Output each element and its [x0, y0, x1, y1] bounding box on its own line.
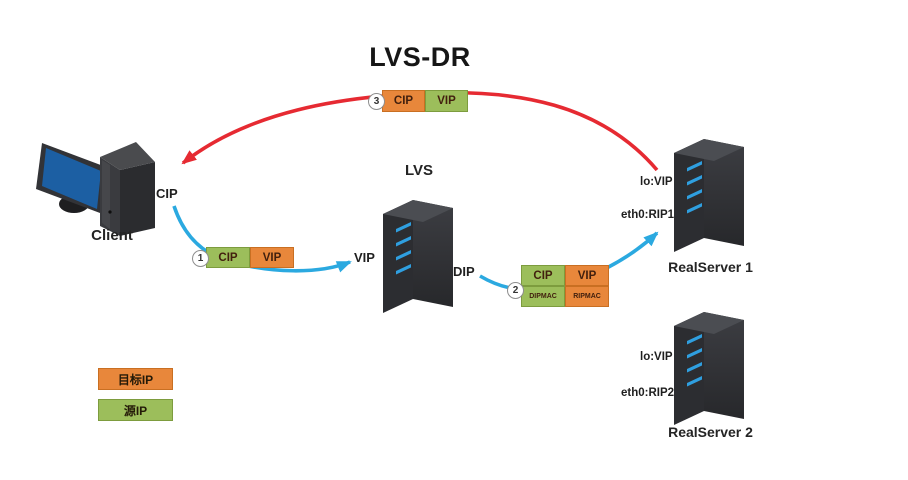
client-label: Client [91, 227, 133, 244]
realserver2-icon [674, 312, 744, 425]
step-badge-1: 1 [192, 250, 209, 267]
lvs-label: LVS [404, 162, 434, 179]
packet3-cip-cell: CIP [382, 90, 425, 112]
legend-destination-ip: 目标IP [98, 368, 173, 390]
diagram-title: LVS-DR [369, 42, 471, 72]
realserver1-icon [674, 139, 744, 252]
packet3-vip-cell: VIP [425, 90, 468, 112]
step-badge-2: 2 [507, 282, 524, 299]
packet1-vip-cell: VIP [250, 247, 294, 268]
packet1-cip-cell: CIP [206, 247, 250, 268]
lvs-vip-label: VIP [354, 250, 375, 265]
legend-source-ip: 源IP [98, 399, 173, 421]
realserver1-label: RealServer 1 [668, 259, 753, 275]
lvs-server-icon [383, 200, 453, 313]
client-computer-icon [36, 142, 155, 236]
client-cip-label: CIP [156, 186, 178, 201]
step-badge-3: 3 [368, 93, 385, 110]
realserver2-label: RealServer 2 [668, 424, 753, 440]
realserver2-eth0-label: eth0:RIP2 [621, 387, 675, 399]
realserver1-lo-vip-label: lo:VIP [640, 176, 673, 188]
realserver1-eth0-label: eth0:RIP1 [621, 209, 675, 221]
packet2-vip-cell: VIP [565, 265, 609, 286]
packet2-cip-cell: CIP [521, 265, 565, 286]
realserver2-lo-vip-label: lo:VIP [640, 351, 673, 363]
lvs-dip-label: DIP [453, 264, 475, 279]
packet2-dipmac-cell: DIPMAC [521, 286, 565, 307]
packet2-ripmac-cell: RIPMAC [565, 286, 609, 307]
